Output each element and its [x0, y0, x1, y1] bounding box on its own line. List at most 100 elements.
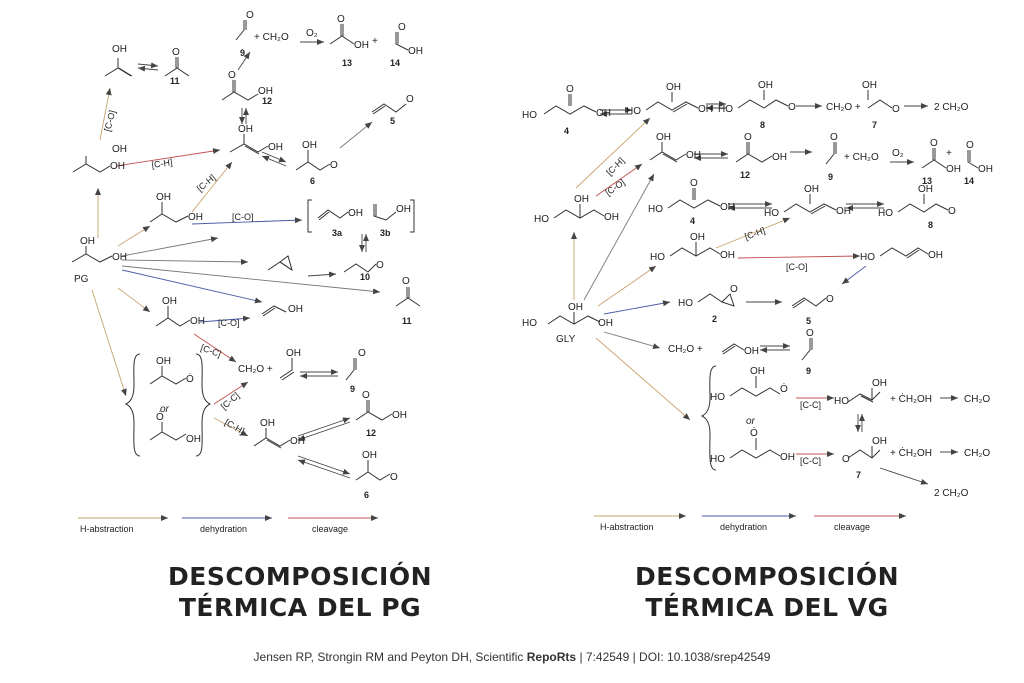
vinyl-alcohol-molecule: [279, 358, 295, 381]
ho-label: HO: [678, 298, 693, 309]
allyl-diol-molecule: [879, 247, 929, 259]
oh-label: OH: [362, 450, 377, 461]
acetic-acid-molecule-gly: [921, 148, 947, 169]
compound-12-label: 12: [740, 170, 750, 180]
o-label: O: [172, 47, 180, 58]
radical-molecule-1: [72, 156, 111, 173]
oh-label: OH: [302, 140, 317, 151]
alkoxy-bracket-gly: [700, 365, 781, 471]
citation-prefix: Jensen RP, Strongin RM and Peyton DH, Sc…: [253, 650, 527, 664]
o-label: O: [690, 178, 698, 189]
o-label: O: [948, 206, 956, 217]
glyceraldehyde-molecule-mid: [897, 194, 949, 213]
oh-label: OH: [872, 436, 887, 447]
epoxide-molecule: [267, 255, 293, 272]
ho-label: HO: [718, 104, 733, 115]
glycidol-molecule: [697, 293, 735, 307]
bond-label-co: [C-O]: [603, 177, 626, 198]
o-label: O: [806, 328, 814, 339]
ch2oh-text: + ĊH₂OH: [890, 392, 932, 405]
ho-label: HO: [648, 204, 663, 215]
compound-9-label: 9: [828, 172, 833, 182]
reaction-diagram: OH OH OH OH OH OH OH OH O OH O OH OH OH …: [71, 10, 993, 534]
ho-label: HO: [626, 106, 641, 117]
oh-label: OH: [288, 304, 303, 315]
compound-3b-label: 3b: [380, 228, 391, 238]
o-label: O: [930, 138, 938, 149]
oh-label: OH: [690, 232, 705, 243]
bond-label-cc: [C-C]: [199, 342, 222, 359]
o-radical-label: Ȯ: [750, 426, 758, 439]
o-label: O: [566, 84, 574, 95]
ho-label: HO: [878, 208, 893, 219]
bond-label-co: [C-O]: [232, 212, 254, 222]
oh-label: OH: [238, 124, 253, 135]
compound-9-label-mid: 9: [350, 384, 355, 394]
pg-molecule: [71, 246, 113, 263]
ch2o-plus-text-low: CH₂O +: [668, 344, 703, 355]
compound-4-label: 4: [564, 126, 569, 136]
lactaldehyde-molecule-center: [295, 150, 331, 171]
oh-label: OH: [286, 348, 301, 359]
bond-label-ch: [C-H]: [743, 225, 766, 242]
headline-pg-line1: DESCOMPOSICIÓN: [167, 562, 433, 591]
o-label: O: [892, 104, 900, 115]
compound-10-label: 10: [360, 272, 370, 282]
o-label: O: [842, 454, 850, 465]
enol-ethene-molecule: [847, 388, 881, 403]
ho-label: HO: [834, 396, 849, 407]
lactaldehyde-molecule-lower: [355, 460, 391, 481]
compound-14-label: 14: [964, 176, 974, 186]
oh-label: OH: [568, 302, 583, 313]
oh-label: OH: [348, 208, 363, 219]
ch2o-text: CH₂O: [964, 394, 990, 405]
bond-label-cc: [C-C]: [800, 400, 821, 410]
o-label: O: [730, 284, 738, 295]
o-label: O: [744, 132, 752, 143]
oh-label: OH: [188, 212, 203, 223]
plus-ch2o-text: + CH₂O: [254, 32, 289, 43]
ho-label: HO: [860, 252, 875, 263]
bond-label-ch: [C-H]: [151, 157, 173, 170]
oh-label: OH: [290, 436, 305, 447]
legend-h-abstraction: H-abstraction: [600, 522, 654, 532]
acrolein-molecule: [371, 103, 407, 115]
o-label: O: [398, 22, 406, 33]
compound-9-label: 9: [240, 48, 245, 58]
o-label: O: [358, 348, 366, 359]
oh-label: OH: [112, 44, 127, 55]
compound-13-label: 13: [922, 176, 932, 186]
gly-text: HO OH O HO OH OH HO OH O OH O HO OH OH O…: [522, 80, 993, 532]
o-label: O: [376, 260, 384, 271]
headline-vg-line1: DESCOMPOSICIÓN: [634, 562, 900, 591]
hydroxyacetone-molecule-gly: [735, 142, 773, 163]
compound-6-label: 6: [310, 176, 315, 186]
oh-label: OH: [110, 161, 125, 172]
acetaldehyde-molecule-gly: [825, 142, 837, 165]
plus-text: +: [946, 148, 952, 159]
radical-molecule-2: [149, 202, 189, 223]
glycolaldehyde-molecule-low: [847, 446, 881, 459]
acetaldehyde-molecule-top: [235, 20, 247, 41]
compound-12-label: 12: [262, 96, 272, 106]
oh-label: OH: [156, 192, 171, 203]
oh-label: OH: [162, 296, 177, 307]
acetaldehyde-molecule-mid: [345, 358, 357, 381]
o-label: O: [406, 94, 414, 105]
glycolaldehyde-molecule-top: [867, 90, 893, 109]
oh-label: OH: [946, 164, 961, 175]
oh-label: OH: [392, 410, 407, 421]
vinyl-alcohol-molecule-gly: [721, 343, 745, 355]
compound-5-label: 5: [390, 116, 395, 126]
formic-acid-molecule-gly: [967, 150, 979, 169]
dihydroxyacetone-molecule-mid: [667, 188, 721, 209]
enediol-molecule-top: [645, 92, 699, 113]
oh-label: OH: [190, 316, 205, 327]
oh-label: OH: [408, 46, 423, 57]
compound-5-label: 5: [806, 316, 811, 326]
acetone-molecule-right: [395, 287, 421, 307]
propanal-molecule: [343, 263, 377, 273]
radical-molecule-3: [155, 306, 191, 327]
oh-label: OH: [604, 212, 619, 223]
pg-arrows: [91, 39, 381, 479]
